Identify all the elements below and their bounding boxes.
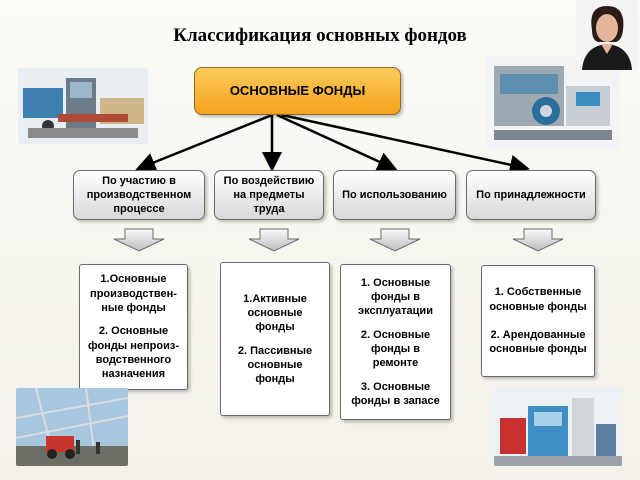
list-item: 3. Основные фонды в запасе bbox=[351, 380, 440, 407]
down-arrow-icon bbox=[369, 228, 421, 252]
list-item: 2. Основные фонды в ремонте bbox=[360, 328, 431, 370]
category-label: По использованию bbox=[342, 188, 447, 201]
down-arrow-icon bbox=[512, 228, 564, 252]
category-ownership: По принадлежности bbox=[466, 170, 596, 220]
list-impact: 1.Активные основные фонды 2. Пассивные о… bbox=[220, 262, 330, 416]
list-item: 1.Активные основные фонды bbox=[243, 292, 307, 334]
arrow-to-category-4 bbox=[281, 113, 530, 175]
machinery-photo-top-right bbox=[486, 56, 620, 148]
arrow-to-category-1 bbox=[135, 113, 273, 172]
category-label: По воздействию на предметы труда bbox=[223, 174, 315, 216]
root-node: ОСНОВНЫЕ ФОНДЫ bbox=[194, 67, 401, 115]
page-title: Классификация основных фондов bbox=[173, 25, 467, 46]
list-item: 1. Основные фонды в эксплуатации bbox=[358, 276, 433, 318]
list-item: 1. Собственные основные фонды bbox=[489, 286, 587, 313]
category-label: По принадлежности bbox=[476, 188, 586, 201]
category-impact: По воздействию на предметы труда bbox=[214, 170, 324, 220]
category-usage: По использованию bbox=[333, 170, 456, 220]
category-participation: По участию в производственном процессе bbox=[73, 170, 205, 220]
list-item: 1.Основные производствен-ные фонды bbox=[90, 273, 177, 315]
root-label: ОСНОВНЫЕ ФОНДЫ bbox=[229, 82, 366, 98]
list-item: 2. Основные фонды непроиз-водственного н… bbox=[87, 325, 179, 381]
construction-photo-bottom-left bbox=[16, 388, 128, 466]
down-arrow-icon bbox=[113, 228, 165, 252]
list-usage: 1. Основные фонды в эксплуатации 2. Осно… bbox=[340, 264, 451, 420]
list-ownership: 1. Собственные основные фонды 2. Арендов… bbox=[481, 265, 595, 377]
down-arrow-icon bbox=[248, 228, 300, 252]
list-item: 2. Пассивные основные фонды bbox=[237, 344, 313, 386]
arrow-to-category-3 bbox=[276, 113, 398, 171]
list-participation: 1.Основные производствен-ные фонды 2. Ос… bbox=[79, 264, 188, 390]
machinery-photo-top-left bbox=[18, 68, 148, 144]
machinery-photo-bottom-right bbox=[494, 388, 622, 466]
category-label: По участию в производственном процессе bbox=[86, 174, 192, 216]
presenter-photo bbox=[576, 0, 638, 70]
list-item: 2. Арендованные основные фонды bbox=[489, 329, 587, 356]
